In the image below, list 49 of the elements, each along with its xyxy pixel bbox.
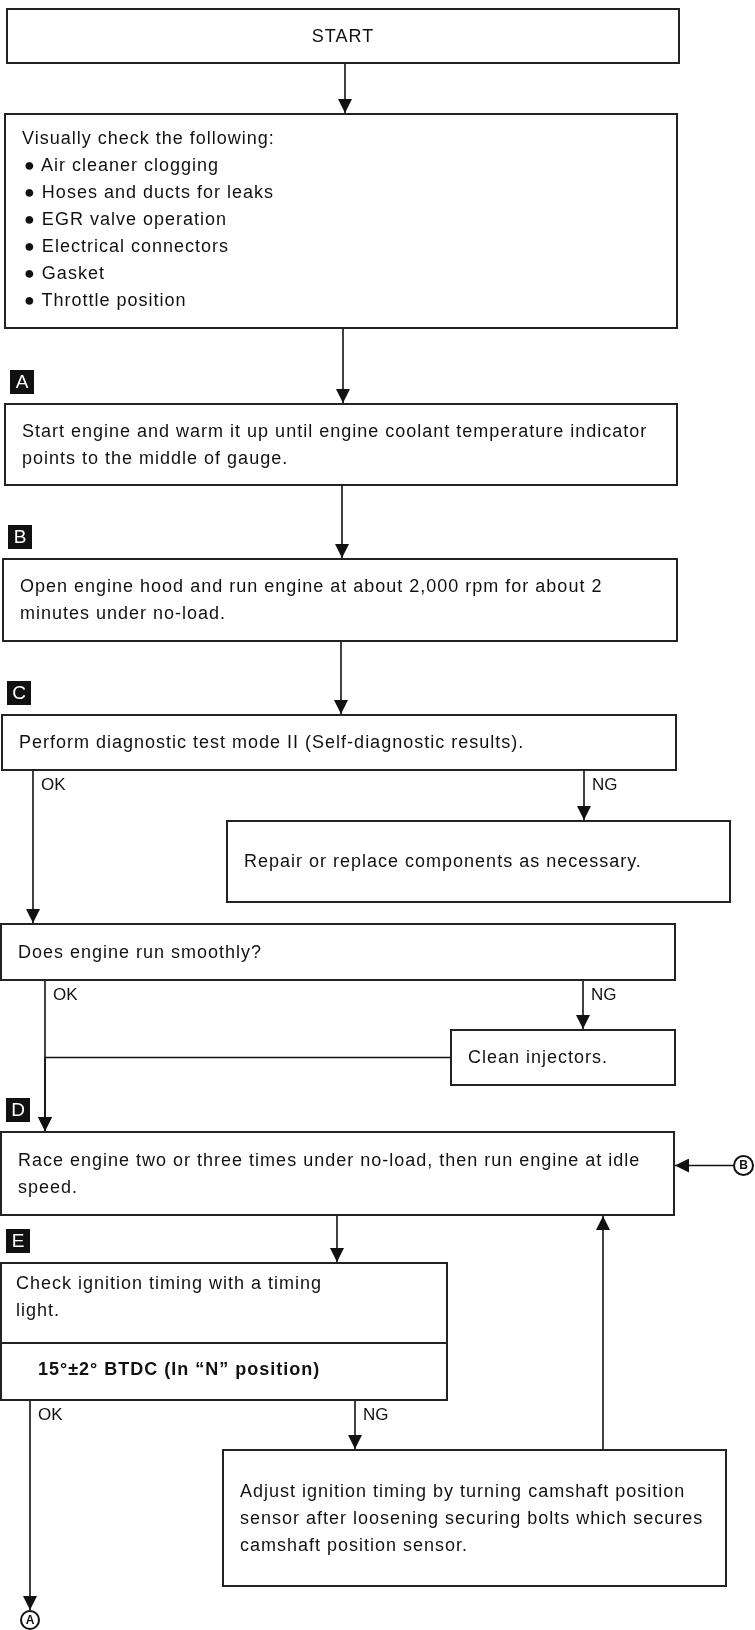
step-marker: C: [7, 681, 31, 705]
arrow: [23, 1400, 37, 1611]
step-text: Visually check the following:: [21, 127, 276, 150]
process-box: [0, 1131, 675, 1216]
step-text: Check ignition timing with a timing light.: [15, 1272, 324, 1322]
step-marker: A: [10, 370, 34, 394]
process-box: [4, 113, 678, 329]
arrow: [335, 485, 349, 559]
arrow: [38, 1056, 451, 1132]
process-box: [450, 1029, 676, 1086]
checklist-item: ● EGR valve operation: [24, 208, 228, 231]
step-text: Clean injectors.: [467, 1046, 610, 1069]
step-text: Repair or replace components as necessary.: [243, 850, 643, 873]
step-text: Perform diagnostic test mode II (Self-diagnostic results).: [18, 731, 526, 754]
checklist-item: ● Air cleaner clogging: [24, 154, 220, 177]
process-box: [1, 714, 677, 771]
checklist-item: ● Gasket: [24, 262, 106, 285]
arrow: [330, 1215, 344, 1263]
connector-symbol: B: [733, 1155, 754, 1176]
terminal-box: [6, 8, 680, 64]
step-marker: D: [6, 1098, 30, 1122]
step-text: Start engine and warm it up until engine coolant temperature indicator points to the middle of gauge.: [21, 419, 649, 470]
arrow: [596, 1215, 610, 1450]
checklist-item: ● Throttle position: [24, 289, 188, 312]
step-text: START: [310, 24, 376, 48]
arrow: [338, 63, 352, 114]
arrow: [336, 328, 350, 404]
arrow: [26, 770, 40, 924]
process-box: [2, 558, 678, 642]
checklist-item: ● Hoses and ducts for leaks: [24, 181, 275, 204]
step-text: Adjust ignition timing by turning camshaft position sensor after loosening securing bolts which secures camshaft position sensor.: [239, 1479, 705, 1557]
arrow: [576, 980, 590, 1030]
arrow: [674, 1158, 734, 1173]
arrow: [577, 770, 591, 821]
step-marker: B: [8, 525, 32, 549]
process-box: [0, 1262, 448, 1401]
step-text: Open engine hood and run engine at about 2,000 rpm for about 2 minutes under no-load.: [19, 575, 604, 625]
process-box: [222, 1449, 727, 1587]
process-box: [226, 820, 731, 903]
step-text: Does engine run smoothly?: [17, 940, 264, 964]
process-box: [4, 403, 678, 486]
process-box: [0, 923, 676, 981]
arrow: [348, 1400, 362, 1450]
checklist-item: ● Electrical connectors: [24, 235, 230, 258]
step-text: Race engine two or three times under no-load, then run engine at idle speed.: [17, 1148, 642, 1199]
step-marker: E: [6, 1229, 30, 1253]
arrow: [334, 641, 348, 715]
spec-value: 15°±2° BTDC (In “N” position): [2, 1342, 446, 1399]
connector-symbol: A: [20, 1610, 40, 1630]
